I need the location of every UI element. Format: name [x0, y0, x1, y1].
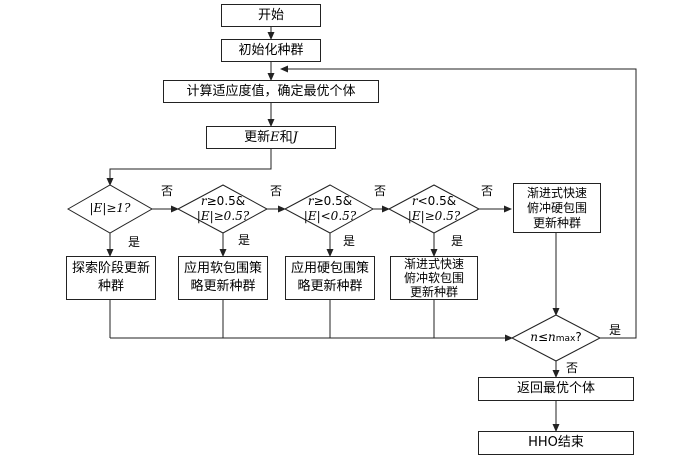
edge-label-d3-no: 否	[374, 184, 387, 198]
hard-line2: 略更新种群	[297, 279, 363, 294]
soft-dive-line1: 渐进式快速	[403, 257, 464, 271]
node-fitness: 计算适应度值，确定最优个体	[163, 80, 379, 103]
hard-line1: 应用硬包围策	[290, 261, 369, 276]
loop-nmax: n	[548, 330, 556, 344]
update-pre: 更新	[244, 129, 271, 145]
node-explore: 探索阶段更新 种群	[66, 256, 156, 300]
edge-label-d4-yes: 是	[451, 234, 464, 248]
decision-loop-text: n≤nmax?	[520, 330, 592, 347]
d2-line2: |E|≥0.5?	[196, 209, 250, 223]
edge-label-loop-yes: 是	[609, 323, 622, 337]
hard-dive-line2: 俯冲硬包围	[526, 200, 587, 215]
edge-label-d2-yes: 是	[238, 233, 251, 247]
soft-line1: 应用软包围策	[183, 261, 262, 276]
edge-label-d2-no: 否	[270, 184, 283, 198]
d4-line1: r<0.5&	[394, 194, 474, 209]
node-update-ej: 更新E和J	[206, 126, 336, 149]
return-best-label: 返回最优个体	[516, 381, 595, 396]
decision-1-text: |E|≥1?	[74, 201, 146, 216]
decision-shape-1	[66, 184, 154, 234]
node-start-label: 开始	[257, 7, 284, 23]
d2-line1: r≥0.5&	[183, 194, 263, 209]
decision-2-text: r≥0.5& |E|≥0.5?	[183, 194, 263, 224]
decision-shape-4	[387, 184, 481, 234]
decision-3-text: r≥0.5& |E|<0.5?	[290, 194, 370, 224]
node-return-best: 返回最优个体	[478, 377, 634, 401]
decision-shape-2	[176, 184, 269, 234]
loop-le: ≤	[537, 330, 549, 344]
node-start: 开始	[221, 4, 321, 27]
loop-n: n	[530, 330, 538, 344]
hard-dive-line1: 渐进式快速	[526, 185, 587, 200]
edge-label-d1-no: 否	[161, 184, 174, 198]
node-soft-besiege: 应用软包围策 略更新种群	[178, 256, 268, 300]
d3-line2: |E|<0.5?	[303, 209, 357, 223]
edge-label-loop-no: 否	[566, 361, 579, 375]
loop-sub: max	[555, 334, 576, 344]
node-update-ej-label: 更新E和J	[244, 129, 298, 147]
node-soft-dive: 渐进式快速 俯冲软包围 更新种群	[390, 256, 478, 300]
soft-line2: 略更新种群	[190, 279, 256, 294]
node-init-label: 初始化种群	[238, 42, 304, 58]
d3-line1: r≥0.5&	[290, 194, 370, 209]
soft-dive-line2: 俯冲软包围	[403, 271, 464, 285]
update-mid: 和	[279, 129, 293, 145]
end-label: HHO结束	[528, 435, 584, 450]
arrow-loop-yes	[280, 65, 637, 339]
loop-q: ?	[575, 330, 582, 344]
d4-cond1: <0.5&	[417, 194, 457, 208]
d3-cond1: ≥0.5&	[313, 194, 353, 208]
decision-shape-3	[283, 184, 375, 234]
d1-line1: |E|≥1?	[89, 201, 131, 215]
d4-r: r	[411, 194, 418, 208]
node-hard-besiege: 应用硬包围策 略更新种群	[285, 256, 375, 300]
arrow-update-to-d1	[106, 149, 272, 186]
d3-r: r	[307, 194, 314, 208]
d2-r: r	[200, 194, 207, 208]
node-end: HHO结束	[478, 431, 634, 455]
node-init: 初始化种群	[221, 39, 321, 62]
hard-dive-line3: 更新种群	[532, 215, 581, 230]
edge-label-d3-yes: 是	[343, 234, 356, 248]
update-e: E	[270, 129, 280, 145]
soft-dive-line3: 更新种群	[409, 285, 458, 299]
edge-label-d1-yes: 是	[128, 235, 141, 249]
node-fitness-label: 计算适应度值，确定最优个体	[186, 83, 356, 99]
d4-line2: |E|≥0.5?	[407, 209, 461, 223]
decision-4-text: r<0.5& |E|≥0.5?	[394, 194, 474, 224]
edge-label-d4-no: 否	[481, 184, 494, 198]
update-j: J	[292, 129, 298, 145]
node-hard-dive: 渐进式快速 俯冲硬包围 更新种群	[513, 183, 601, 233]
d2-cond1: ≥0.5&	[206, 194, 246, 208]
explore-line1: 探索阶段更新	[71, 261, 150, 276]
explore-line2: 种群	[97, 279, 124, 294]
decision-shape-loop	[510, 314, 602, 362]
